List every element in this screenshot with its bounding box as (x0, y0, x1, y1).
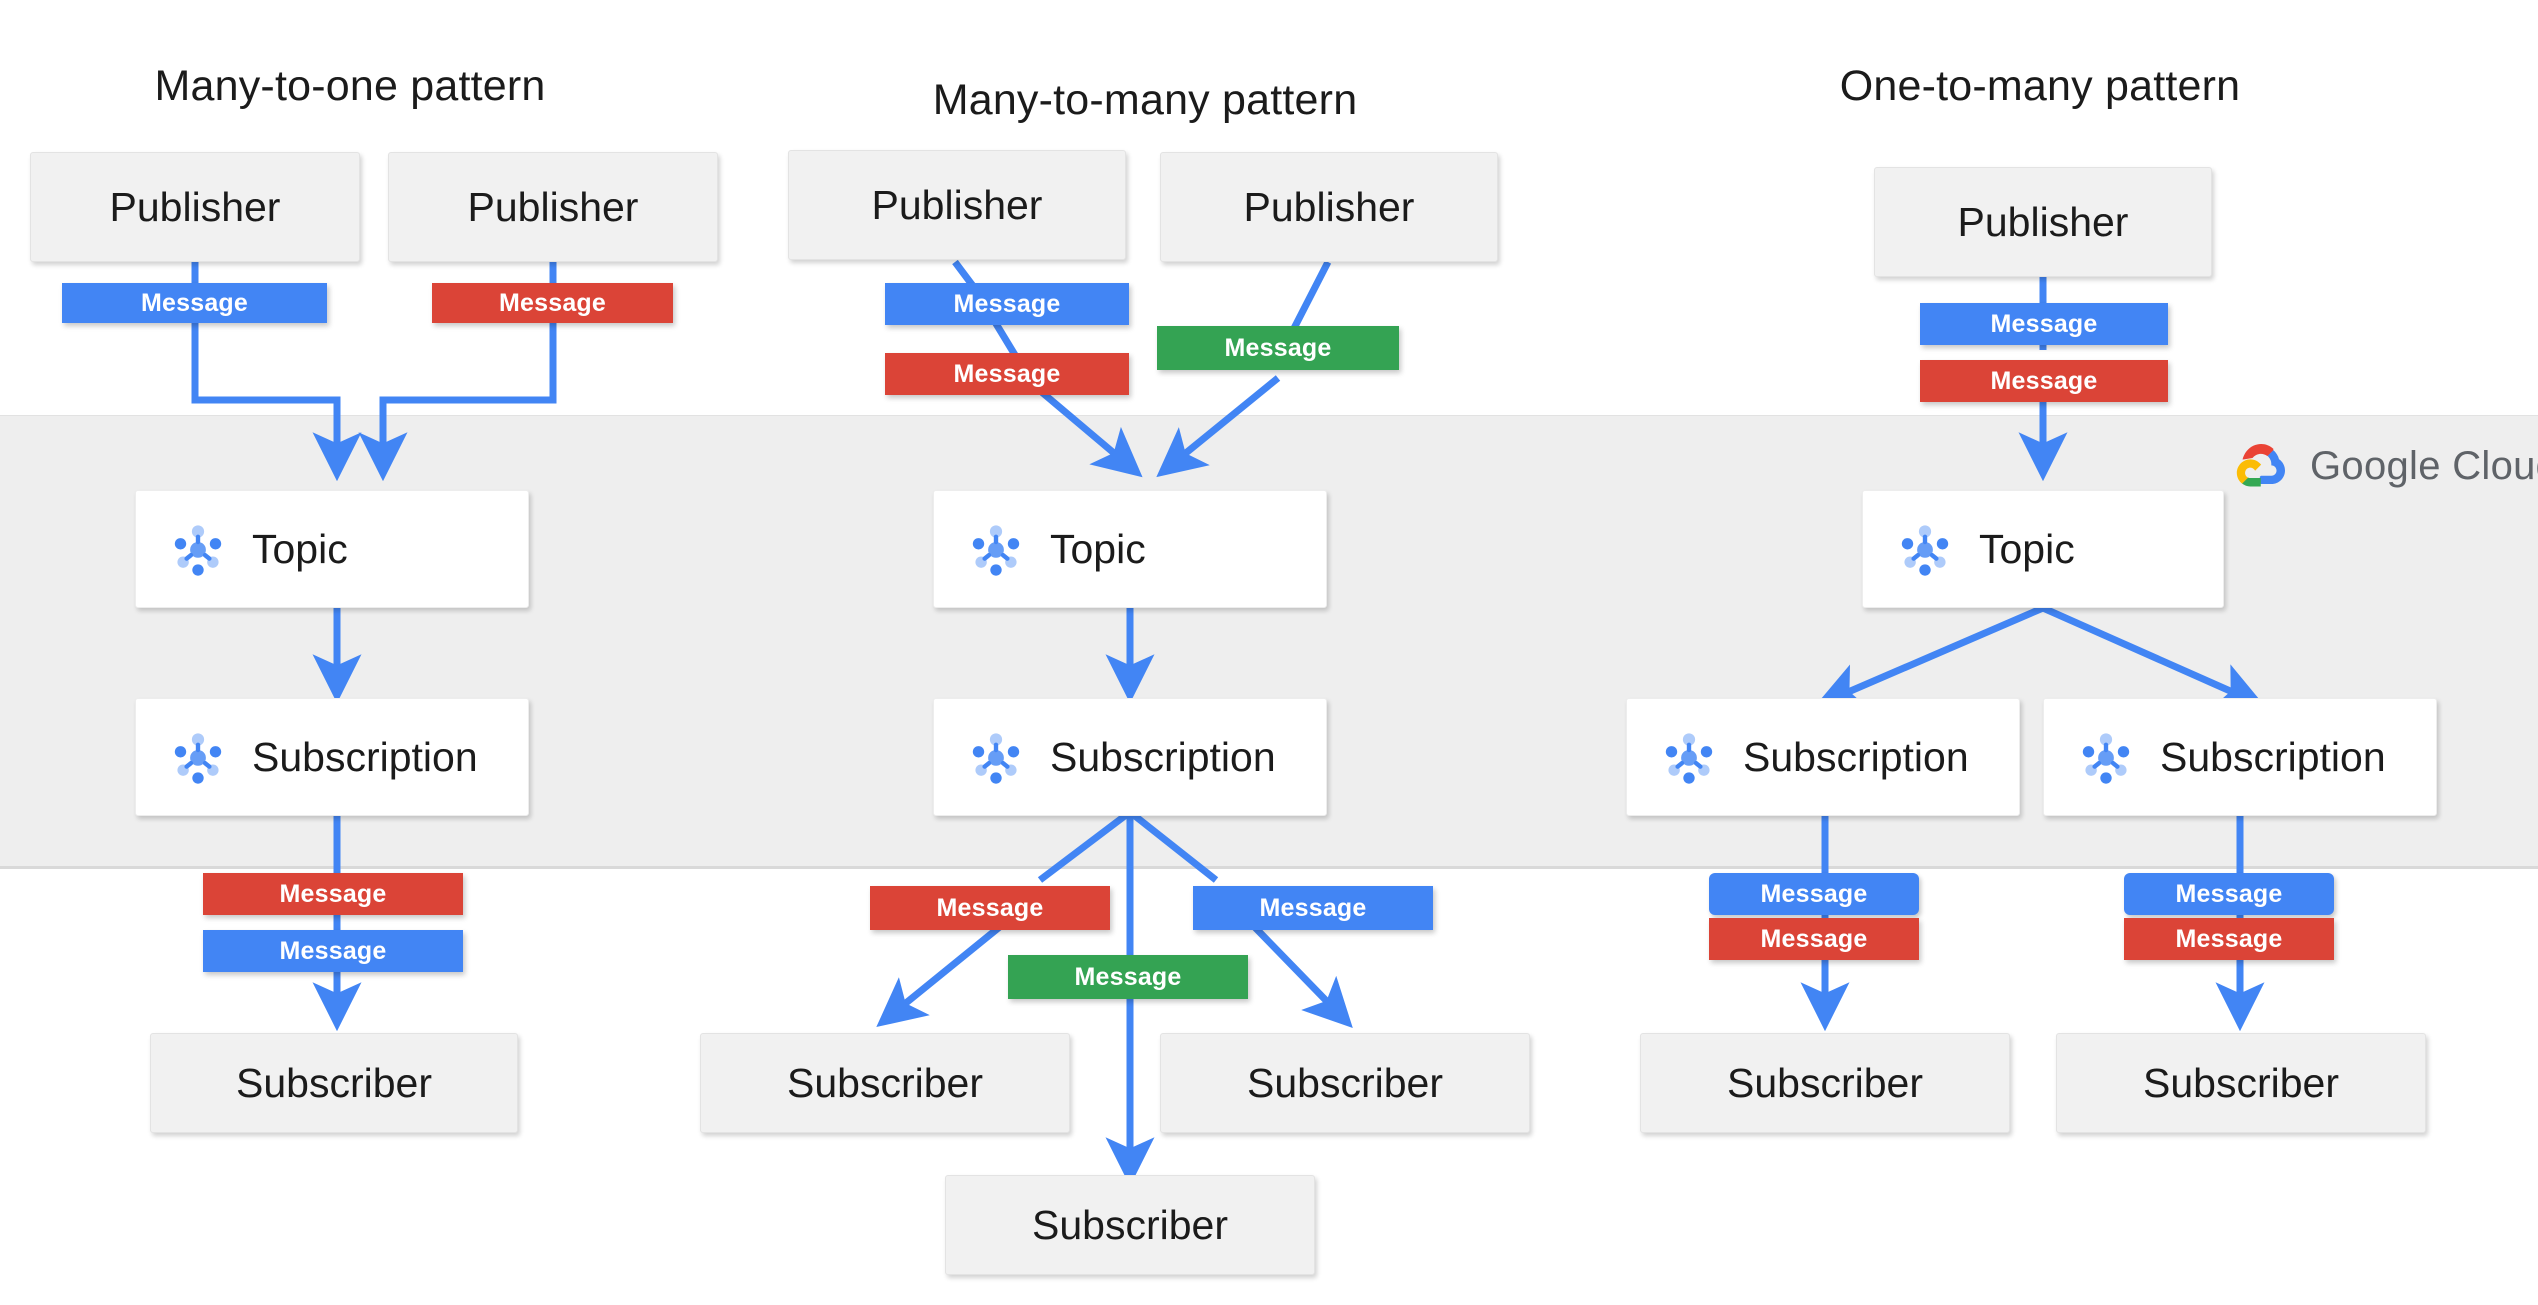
message-chip: Message (432, 283, 673, 323)
subscriber-box[interactable]: Subscriber (1160, 1033, 1530, 1133)
message-chip: Message (1157, 326, 1399, 370)
topic-label: Topic (252, 525, 348, 572)
message-chip: Message (1008, 955, 1248, 999)
subscriber-box[interactable]: Subscriber (945, 1175, 1315, 1275)
message-chip: Message (2124, 918, 2334, 960)
message-chip: Message (1920, 360, 2168, 402)
publisher-box[interactable]: Publisher (1160, 152, 1498, 262)
topic-box[interactable]: Topic (135, 490, 529, 608)
message-chip: Message (62, 283, 327, 323)
message-chip: Message (1193, 886, 1433, 930)
message-chip: Message (203, 930, 463, 972)
topic-label: Topic (1050, 525, 1146, 572)
pubsub-subscription-icon (1665, 733, 1713, 784)
subscriber-box[interactable]: Subscriber (700, 1033, 1070, 1133)
topic-label: Topic (1979, 525, 2075, 572)
topic-box[interactable]: Topic (933, 490, 1327, 608)
subscriber-box[interactable]: Subscriber (1640, 1033, 2010, 1133)
topic-box[interactable]: Topic (1862, 490, 2224, 608)
pubsub-subscription-icon (972, 733, 1020, 784)
pubsub-topic-icon (1901, 525, 1949, 576)
message-chip: Message (870, 886, 1110, 930)
pubsub-topic-icon (972, 525, 1020, 576)
subscription-box[interactable]: Subscription (933, 698, 1327, 816)
subscription-label: Subscription (1050, 733, 1276, 780)
pubsub-topic-icon (174, 525, 222, 576)
message-chip: Message (203, 873, 463, 915)
message-chip: Message (1920, 303, 2168, 345)
pattern-title-many-to-many: Many-to-many pattern (932, 76, 1358, 124)
subscription-box[interactable]: Subscription (135, 698, 529, 816)
subscription-label: Subscription (1743, 733, 1969, 780)
message-chip: Message (2124, 873, 2334, 915)
publisher-box[interactable]: Publisher (1874, 167, 2212, 277)
publisher-box[interactable]: Publisher (30, 152, 360, 262)
pattern-title-one-to-many: One-to-many pattern (1839, 62, 2241, 110)
subscriber-box[interactable]: Subscriber (2056, 1033, 2426, 1133)
subscription-label: Subscription (252, 733, 478, 780)
message-chip: Message (1709, 918, 1919, 960)
subscription-box[interactable]: Subscription (2043, 698, 2437, 816)
subscription-box[interactable]: Subscription (1626, 698, 2020, 816)
pubsub-subscription-icon (174, 733, 222, 784)
subscriber-box[interactable]: Subscriber (150, 1033, 518, 1133)
message-chip: Message (885, 353, 1129, 395)
publisher-box[interactable]: Publisher (388, 152, 718, 262)
message-chip: Message (885, 283, 1129, 325)
google-cloud-logo-icon (2232, 440, 2290, 493)
subscription-label: Subscription (2160, 733, 2386, 780)
pattern-title-many-to-one: Many-to-one pattern (154, 62, 546, 110)
google-cloud-label: Google Cloud (2310, 444, 2538, 488)
publisher-box[interactable]: Publisher (788, 150, 1126, 260)
pubsub-subscription-icon (2082, 733, 2130, 784)
message-chip: Message (1709, 873, 1919, 915)
google-cloud-brand: Google Cloud (2232, 440, 2538, 493)
